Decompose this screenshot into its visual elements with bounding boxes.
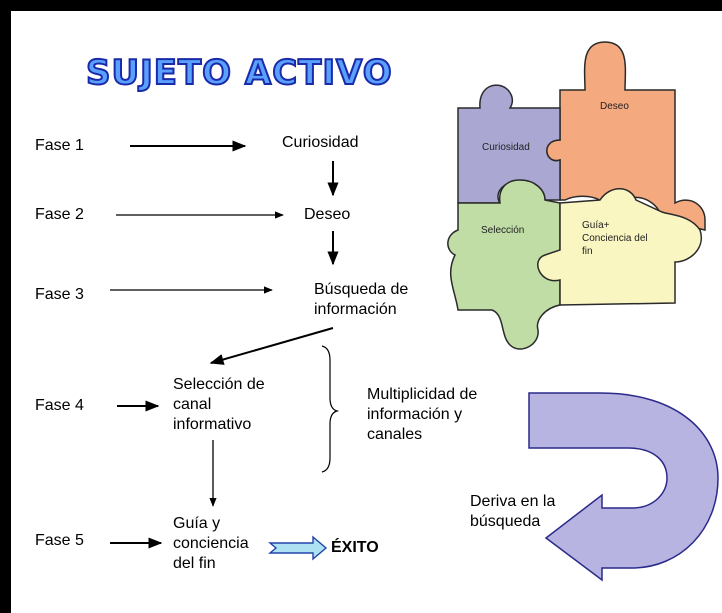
- phase-label-5: Fase 5: [35, 532, 84, 549]
- puzzle-piece-seleccion: [447, 179, 561, 350]
- puzzle-piece-deseo: [546, 41, 706, 231]
- puzzle-label-deseo: Deseo: [600, 101, 629, 112]
- phase-label-4: Fase 4: [35, 397, 84, 414]
- page-title: SUJETO ACTIVO: [85, 52, 393, 94]
- phase-label-1: Fase 1: [35, 137, 84, 154]
- puzzle-piece-guia: [537, 188, 703, 306]
- note-deriva: Deriva en la búsqueda: [470, 493, 556, 530]
- step-curiosidad: Curiosidad: [282, 134, 359, 151]
- step-seleccion: Selección de canal informativo: [173, 376, 265, 433]
- puzzle-label-curiosidad: Curiosidad: [482, 142, 530, 153]
- note-multiplicidad: Multiplicidad de información y canales: [367, 386, 478, 443]
- puzzle-label-seleccion: Selección: [481, 225, 525, 236]
- step-guia: Guía y conciencia del fin: [173, 515, 249, 572]
- puzzle-label-guia: Guía+ Conciencia del fin: [582, 220, 648, 257]
- phase-label-2: Fase 2: [35, 206, 84, 223]
- phase-label-3: Fase 3: [35, 286, 84, 303]
- brace: [321, 345, 340, 473]
- exito-arrow: [268, 535, 328, 561]
- step-deseo: Deseo: [304, 206, 351, 223]
- puzzle-piece-curiosidad: [457, 84, 561, 204]
- step-exito: ÉXITO: [331, 539, 379, 556]
- step-busqueda: Búsqueda de información: [314, 281, 409, 318]
- arrow-busqueda-seleccion: [209, 327, 334, 365]
- u-turn-arrow: [528, 392, 719, 582]
